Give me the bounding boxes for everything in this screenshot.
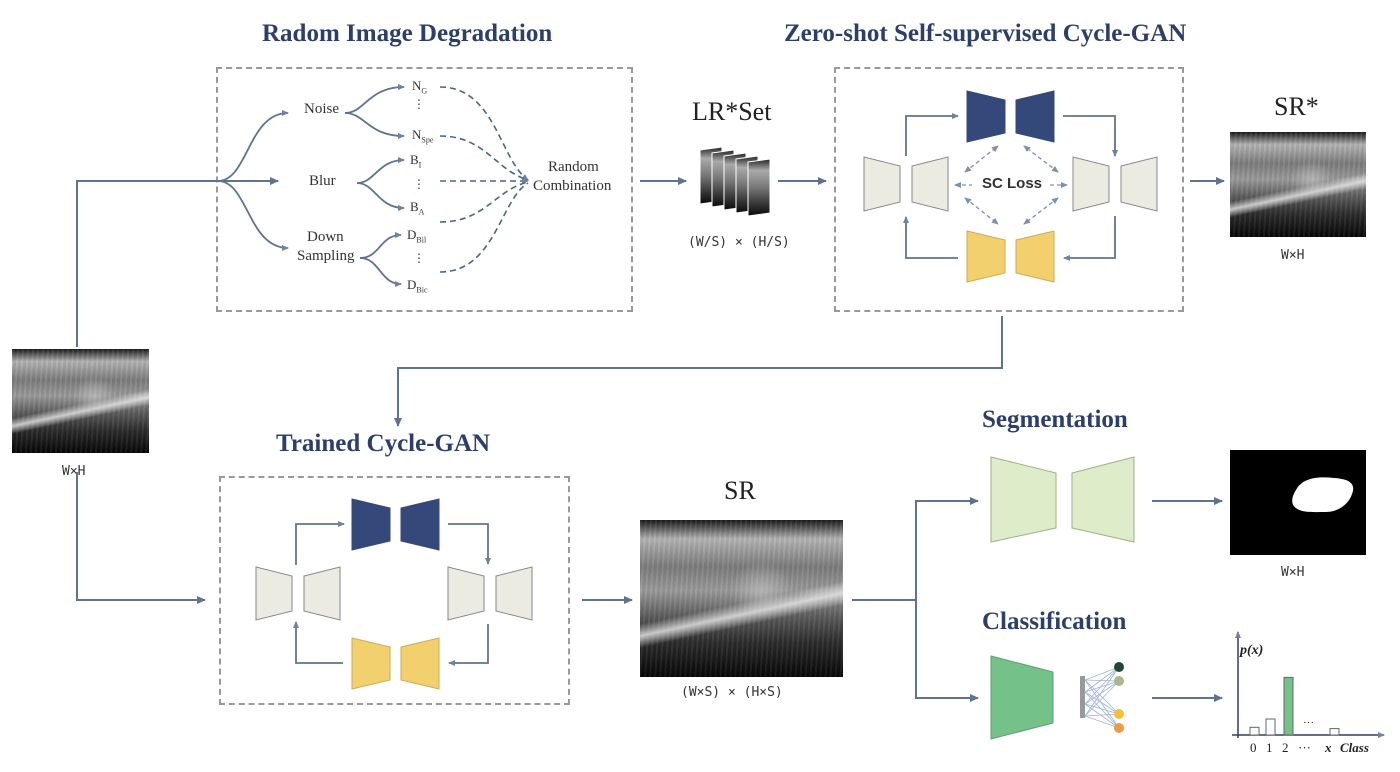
tick-label-dots: ··· [1298,740,1311,755]
chart-y-label: p(x) [1239,643,1263,658]
combination-label: Combination [533,178,612,194]
lr-set-label: LR*Set [692,97,772,126]
mask-dims: W×H [1281,565,1305,580]
prob-bar-0 [1249,726,1260,736]
probability-chart: p(x) 0 1 2 ··· x Class ··· [1232,631,1385,755]
degradation-title: Radom Image Degradation [262,20,553,47]
classification-network [990,655,1124,740]
down-bicubic-label: DBic [407,277,428,295]
sc-loss-arrows [954,145,1068,225]
down-label: Down [307,229,344,245]
trained-cyclegan-title: Trained Cycle-GAN [276,430,491,457]
trained-generators [255,498,533,690]
sampling-label: Sampling [297,248,355,264]
sr-image [640,520,843,677]
sr-dims: (W×S) × (H×S) [681,685,783,700]
cyclegan-generators [863,90,1158,283]
main-flow-arrows [394,177,1225,702]
sr-star-image [1230,132,1366,237]
segmentation-network [990,456,1135,543]
segmentation-mask [1230,450,1366,555]
trained-cyclegan-box [219,476,570,705]
tick-label-0: 0 [1250,740,1257,755]
down-ellipsis: ⋮ [413,251,425,265]
degradation-branches [217,84,405,287]
degradation-box [216,67,633,312]
prob-bar-2 [1283,676,1294,736]
blur-anisotropic-label: BA [410,199,425,217]
blur-ellipsis: ⋮ [413,177,425,191]
prob-bar-1 [1265,718,1276,736]
classification-title: Classification [982,608,1127,635]
trained-cycle-arrows [293,521,491,666]
input-connectors [76,177,279,604]
blur-isotropic-label: BI [410,152,422,170]
lr-image-stack [699,146,771,217]
noise-ellipsis: ⋮ [413,97,425,111]
random-label: Random [548,159,599,175]
cyclegan-title: Zero-shot Self-supervised Cycle-GAN [784,20,1187,47]
noise-gaussian-label: NG [412,78,428,96]
prob-bar-3 [1329,728,1340,736]
combination-curves [439,86,529,273]
sr-label: SR [724,476,756,505]
chart-x-label: Class [1340,740,1369,755]
input-dims: W×H [62,464,86,479]
down-bilinear-label: DBil [407,227,427,245]
sr-star-dims: W×H [1281,248,1305,263]
input-ultrasound-image [12,349,149,453]
chart-bar-dots: ··· [1303,717,1314,729]
tick-label-2: 2 [1282,740,1289,755]
tumor-mask-shape [1292,477,1354,513]
tick-label-1: 1 [1266,740,1273,755]
sc-loss-label: SC Loss [982,175,1043,192]
noise-label: Noise [304,101,339,117]
tick-label-x: x [1324,740,1332,755]
segmentation-title: Segmentation [982,406,1128,433]
noise-speckle-label: NSpe [412,127,434,145]
lr-dims: (W/S) × (H/S) [688,235,790,250]
cyclegan-cycle-arrows [903,113,1118,261]
sr-star-label: SR* [1274,92,1319,121]
cyclegan-box [834,67,1184,312]
blur-label: Blur [309,173,336,189]
